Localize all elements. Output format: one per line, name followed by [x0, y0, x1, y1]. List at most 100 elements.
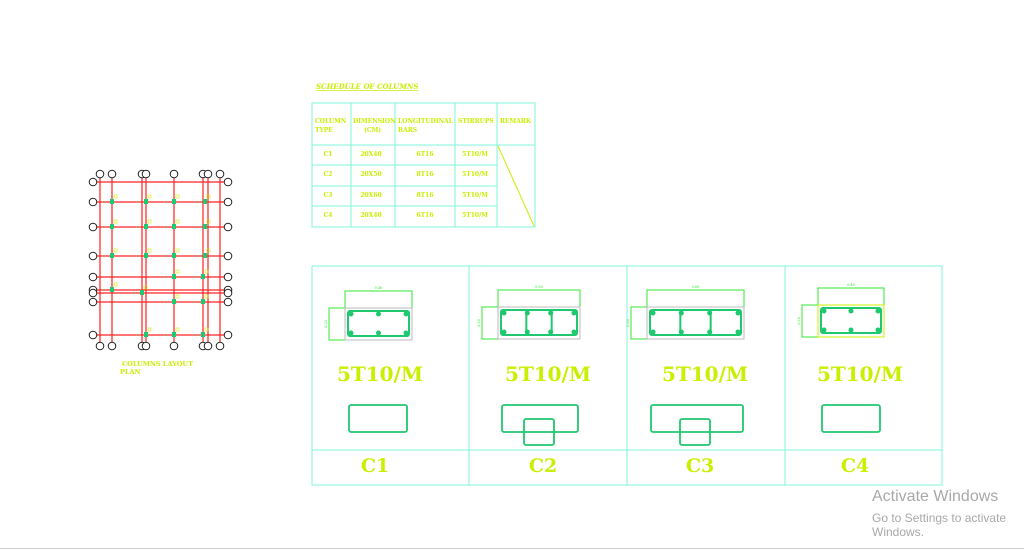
grid-bubble: [88, 177, 98, 187]
rebar: [524, 329, 530, 335]
column-tag: [147, 194, 152, 199]
width-dimension: 0.40: [375, 286, 383, 290]
column-tag: [143, 285, 148, 290]
rebar: [875, 327, 881, 333]
grid-bubble: [95, 169, 105, 179]
column-mark: [172, 274, 176, 279]
table-cell: 5T10/M: [462, 192, 488, 199]
column-tag: [204, 294, 209, 299]
column-label: C1: [164, 200, 168, 204]
rebar: [501, 310, 507, 316]
stirrups-label: 5T10/M: [817, 362, 903, 386]
stirrup: [500, 309, 578, 336]
column-mark: [110, 199, 114, 204]
table-cell: 5T10/M: [462, 171, 488, 178]
grid-bubble: [107, 341, 117, 351]
stirrups-label: 5T10/M: [505, 362, 591, 386]
grid-bubble: [223, 288, 233, 298]
schedule-table: COLUMNTYPEDIMENSION(CM)LONGITUDINALBARSS…: [311, 102, 536, 228]
column-mark: [140, 290, 144, 295]
grid-bubble: [95, 341, 105, 351]
column-label: C1: [136, 225, 140, 229]
column-mark: [110, 287, 114, 292]
column-label: C1: [136, 200, 140, 204]
table-header: REMARK: [500, 118, 532, 125]
column-tag: [113, 219, 118, 224]
column-mark: [144, 199, 148, 204]
depth-dimension: 0.20: [797, 317, 801, 325]
rebar: [650, 310, 656, 316]
column-sections-panel: 0.400.205T10/MC10.500.205T10/MC20.600.20…: [311, 265, 943, 486]
grid-bubble: [223, 251, 233, 261]
column-name: C1: [361, 455, 389, 477]
depth-dimension-box: [481, 306, 499, 340]
column-label: C1: [195, 225, 199, 229]
grid-bubble: [88, 330, 98, 340]
column-tag: [206, 219, 211, 224]
column-label: C1: [195, 254, 199, 258]
rebar: [848, 327, 854, 333]
grid-bubble: [215, 169, 225, 179]
grid-bubble: [107, 169, 117, 179]
column-mark: [144, 332, 148, 337]
width-dimension-box: [817, 287, 885, 306]
stirrup-shape: [501, 404, 579, 433]
schedule-title: SCHEDULE OF COLUMNS: [316, 82, 418, 91]
grid-bubble: [88, 272, 98, 282]
width-dimension-box: [344, 290, 413, 309]
table-cell: 20X40: [360, 151, 381, 158]
grid-bubble: [203, 341, 213, 351]
grid-bubble: [215, 341, 225, 351]
table-header: STIRRUPS: [458, 118, 494, 125]
grid-bubble: [223, 272, 233, 282]
depth-dimension: 0.20: [477, 319, 481, 327]
rebar: [678, 329, 684, 335]
column-name: C2: [529, 455, 557, 477]
column-mark: [203, 253, 207, 258]
grid-bubble: [88, 197, 98, 207]
column-tag: [206, 194, 211, 199]
column-mark: [110, 224, 114, 229]
depth-dimension-box: [630, 306, 648, 340]
table-cell: 20X60: [360, 192, 381, 199]
grid-bubble: [169, 169, 179, 179]
column-tag: [175, 294, 180, 299]
stirrups-label: 5T10/M: [337, 362, 423, 386]
activate-windows-hint[interactable]: Go to Settings to activate Windows.: [872, 511, 1007, 539]
column-label: C1: [193, 300, 197, 304]
rebar: [524, 310, 530, 316]
column-tag: [175, 219, 180, 224]
column-label: C1: [164, 300, 168, 304]
stirrup: [347, 310, 410, 337]
stirrups-label: 5T10/M: [662, 362, 748, 386]
column-tag: [113, 194, 118, 199]
column-mark: [201, 274, 205, 279]
remark-slash: [497, 145, 535, 227]
rebar: [735, 310, 741, 316]
column-mark: [201, 332, 205, 337]
column-mark: [201, 299, 205, 304]
stirrup-shape: [821, 404, 881, 433]
grid-bubble: [223, 297, 233, 307]
stirrup-shape: [650, 404, 744, 433]
column-label: C1: [193, 333, 197, 337]
divider: [0, 548, 1024, 549]
column-mark: [203, 199, 207, 204]
table-cell: 8T16: [417, 192, 434, 199]
grid-bubble: [88, 288, 98, 298]
table-cell: 5T10/M: [462, 151, 488, 158]
table-cell: 8T16: [417, 171, 434, 178]
column-mark: [144, 253, 148, 258]
table-cell: C1: [324, 151, 333, 158]
width-dimension-box: [646, 289, 745, 308]
column-label: C1: [136, 254, 140, 258]
column-name: C4: [841, 455, 869, 477]
rebar: [571, 329, 577, 335]
concrete-outline: [344, 307, 413, 341]
rebar: [348, 330, 354, 336]
rebar: [571, 310, 577, 316]
rebar: [875, 308, 881, 314]
depth-dimension-box: [328, 307, 346, 341]
column-mark: [172, 299, 176, 304]
